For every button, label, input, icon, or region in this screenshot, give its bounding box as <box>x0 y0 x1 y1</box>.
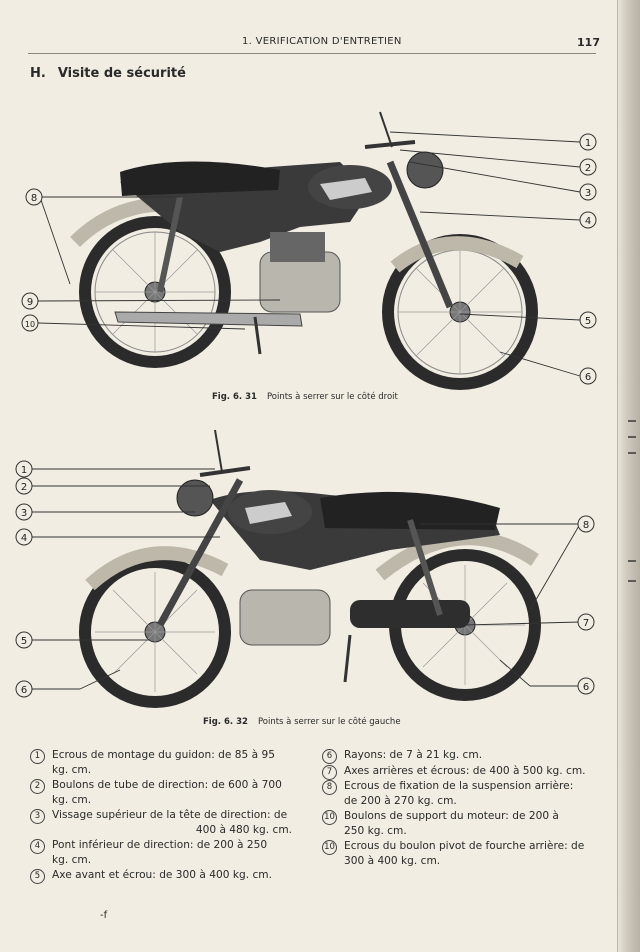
legend-text-line: Rayons: de 7 à 21 kg. cm. <box>344 749 483 761</box>
legend-text-line: Ecrous de montage du guidon: de 85 à 95 <box>52 749 275 761</box>
callout-3: 3 <box>579 183 597 201</box>
legend-number-badge: 1 <box>30 749 45 764</box>
torque-legend-right: 6 Rayons: de 7 à 21 kg. cm. 7 Axes arrières… <box>322 748 587 869</box>
figure-1-caption-text: Points à serrer sur le côté droit <box>266 392 398 402</box>
section-title: Visite de sécurité <box>57 66 186 81</box>
legend-item-5: 5 Axe avant et écrou: de 300 à 400 kg. cm… <box>30 868 292 884</box>
legend-item-10: 10 Ecrous du boulon pivot de fourche arri… <box>322 839 587 868</box>
svg-text:3: 3 <box>21 508 27 519</box>
legend-text-line: Vissage supérieur de la tête de directio… <box>52 809 288 821</box>
callout-1: 1 <box>15 460 33 478</box>
legend-text-line: Ecrous du boulon pivot de fourche arrièr… <box>344 840 585 852</box>
legend-text-line: kg. cm. <box>52 853 92 866</box>
chapter-title: 1. VERIFICATION D'ENTRETIEN <box>242 36 402 47</box>
legend-number-badge: 10 <box>322 810 337 825</box>
legend-number-badge: 10 <box>322 840 337 855</box>
callout-2: 2 <box>579 158 597 176</box>
callout-10: 10 <box>21 314 39 332</box>
legend-number-badge: 7 <box>322 764 337 780</box>
figure-motorcycle-right-side: 1 2 3 4 5 6 8 9 10 <box>21 111 597 390</box>
callout-7: 7 <box>577 613 595 631</box>
legend-text-line: kg. cm. <box>52 793 92 806</box>
svg-text:10: 10 <box>25 320 35 329</box>
footer-mark: -f <box>100 910 108 921</box>
callout-3: 3 <box>15 503 33 521</box>
page-binding-edge <box>617 0 640 952</box>
legend-number-badge: 4 <box>30 839 45 854</box>
callout-4: 4 <box>579 211 597 229</box>
header-rule <box>28 53 596 54</box>
svg-text:7: 7 <box>583 618 589 629</box>
svg-text:4: 4 <box>585 216 591 227</box>
legend-text-line: Pont inférieur de direction: de 200 à 25… <box>52 839 268 851</box>
legend-item-8: 8 Ecrous de fixation de la suspension arr… <box>322 779 587 808</box>
svg-text:6: 6 <box>585 372 591 383</box>
figure-2-caption-text: Points à serrer sur le côté gauche <box>257 717 401 727</box>
callout-1: 1 <box>579 133 597 151</box>
svg-text:8: 8 <box>31 193 37 204</box>
callout-9: 9 <box>21 292 39 310</box>
svg-text:9: 9 <box>27 297 33 308</box>
legend-number-badge: 8 <box>322 780 337 795</box>
callout-6: 6 <box>579 367 597 385</box>
svg-text:2: 2 <box>585 163 591 174</box>
svg-text:4: 4 <box>21 533 27 544</box>
legend-text-line: de 200 à 270 kg. cm. <box>344 794 457 807</box>
legend-item-1: 1 Ecrous de montage du guidon: de 85 à 95… <box>30 748 292 777</box>
figure-2-label: Fig. 6. 32 <box>203 717 248 727</box>
callout-8: 8 <box>577 515 595 533</box>
legend-item-6: 6 Rayons: de 7 à 21 kg. cm. <box>322 748 587 764</box>
legend-item-10: 10 Boulons de support du moteur: de 200 à… <box>322 809 587 838</box>
legend-item-3: 3 Vissage supérieur de la tête de directi… <box>30 808 292 837</box>
svg-text:3: 3 <box>585 188 591 199</box>
legend-number-badge: 2 <box>30 779 45 794</box>
svg-text:2: 2 <box>21 482 27 493</box>
legend-text-line: Ecrous de fixation de la suspension arri… <box>344 780 574 792</box>
svg-text:6: 6 <box>21 685 27 696</box>
callout-8: 8 <box>25 188 43 206</box>
legend-text-line: 300 à 400 kg. cm. <box>344 854 441 867</box>
running-header: 1. VERIFICATION D'ENTRETIEN 117 <box>28 34 600 54</box>
section-letter: H. <box>30 66 46 81</box>
legend-text-line: Axes arrières et écrous: de 400 à 500 kg… <box>344 764 586 777</box>
figure-1-label: Fig. 6. 31 <box>212 392 257 402</box>
callout-1-label: 1 <box>585 138 591 149</box>
svg-text:5: 5 <box>21 636 27 647</box>
figure-motorcycle-left-side: 1 2 3 4 5 6 8 7 6 <box>15 429 595 708</box>
callout-6: 6 <box>577 677 595 695</box>
legend-number-badge: 6 <box>322 749 337 764</box>
legend-number-badge: 5 <box>30 869 45 884</box>
callout-5: 5 <box>15 631 33 649</box>
figure-2-caption: Fig. 6. 32 Points à serrer sur le côté ga… <box>203 717 401 727</box>
legend-text-line: kg. cm. <box>52 763 92 776</box>
callout-2: 2 <box>15 477 33 495</box>
callout-6: 6 <box>15 680 33 698</box>
legend-number-badge: 3 <box>30 809 45 824</box>
figure-1-caption: Fig. 6. 31 Points à serrer sur le côté dr… <box>212 392 398 402</box>
legend-text-line: Boulons de tube de direction: de 600 à 7… <box>52 779 282 791</box>
legend-item-2: 2 Boulons de tube de direction: de 600 à … <box>30 778 292 807</box>
legend-text-line: 400 à 480 kg. cm. <box>195 823 292 836</box>
torque-legend-left: 1 Ecrous de montage du guidon: de 85 à 95… <box>30 748 292 884</box>
callout-4: 4 <box>15 528 33 546</box>
legend-item-4: 4 Pont inférieur de direction: de 200 à 2… <box>30 838 292 867</box>
legend-item-7: 7 Axes arrières et écrous: de 400 à 500 k… <box>322 764 587 780</box>
legend-text-line: 250 kg. cm. <box>344 824 407 837</box>
legend-text-line: Boulons de support du moteur: de 200 à <box>344 810 559 822</box>
section-heading: H. Visite de sécurité <box>30 66 198 81</box>
page-number: 117 <box>577 36 600 49</box>
legend-text-line: Axe avant et écrou: de 300 à 400 kg. cm. <box>52 869 272 881</box>
svg-text:8: 8 <box>583 520 589 531</box>
callout-5: 5 <box>579 311 597 329</box>
svg-text:5: 5 <box>585 316 591 327</box>
svg-text:1: 1 <box>21 465 27 476</box>
svg-text:6: 6 <box>583 682 589 693</box>
